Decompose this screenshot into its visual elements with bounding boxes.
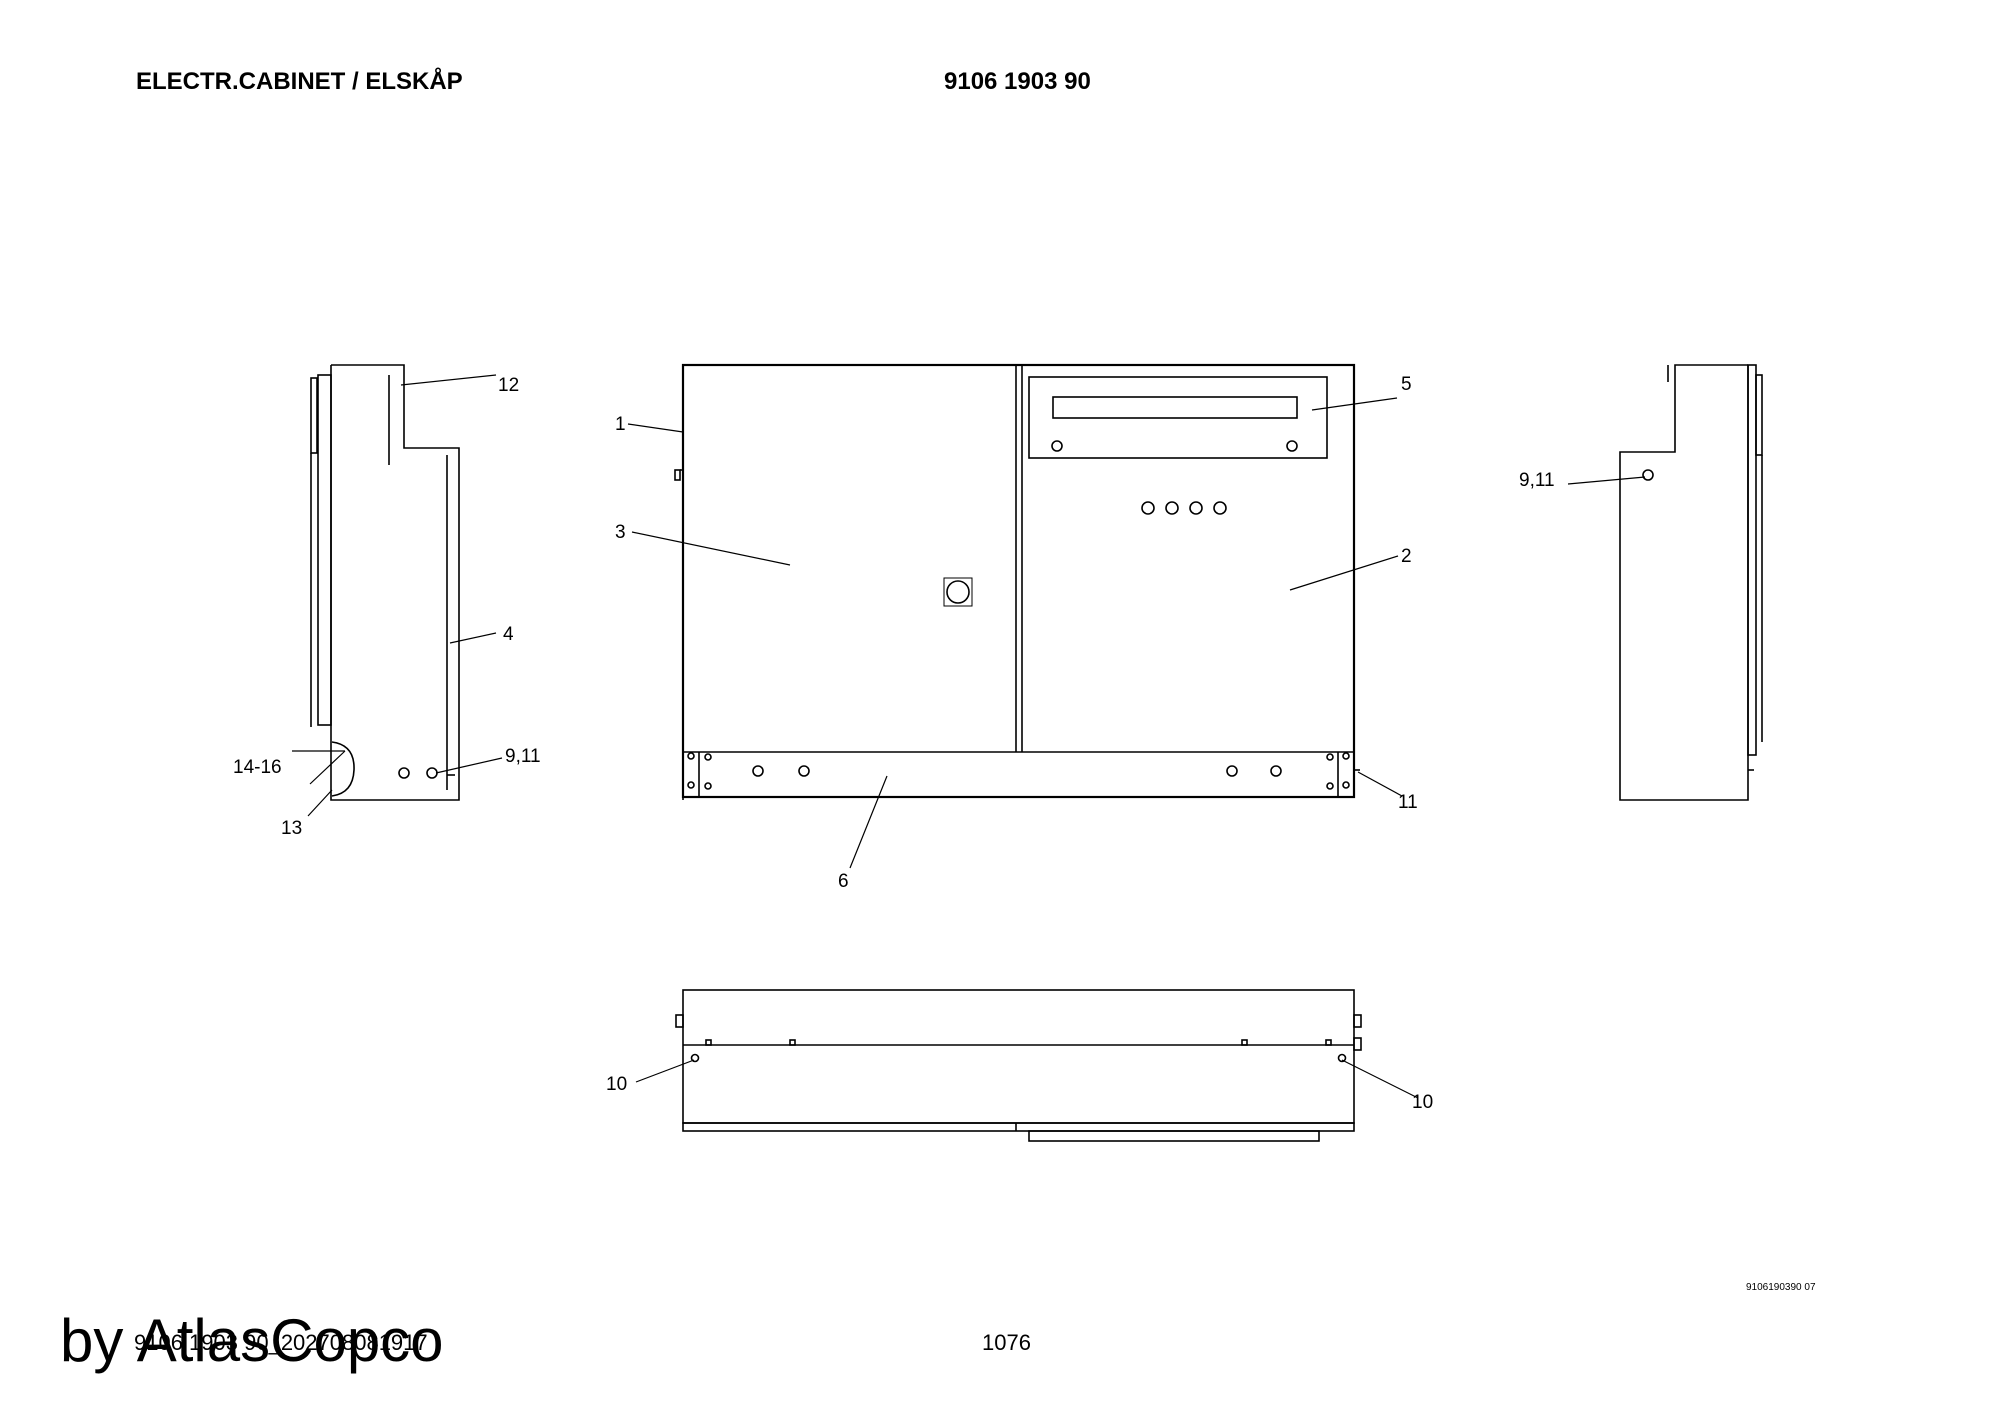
watermark: by AtlasCopco bbox=[60, 1307, 444, 1374]
callout-10-right: 10 bbox=[1412, 1092, 1433, 1113]
callout-3: 3 bbox=[615, 522, 626, 543]
left-side-view bbox=[310, 364, 460, 801]
callout-1: 1 bbox=[615, 414, 626, 435]
callout-5: 5 bbox=[1401, 374, 1412, 395]
callout-14-16: 14-16 bbox=[233, 757, 282, 778]
right-side-view bbox=[1619, 364, 1763, 801]
callout-9-11-right: 9,11 bbox=[1519, 470, 1555, 491]
page-number: 1076 bbox=[982, 1330, 1031, 1355]
callout-11: 11 bbox=[1398, 792, 1418, 813]
front-view bbox=[674, 363, 1360, 800]
page-title: ELECTR.CABINET / ELSKÅP bbox=[136, 68, 463, 95]
callout-9-11-left: 9,11 bbox=[505, 746, 541, 767]
bottom-view bbox=[675, 989, 1362, 1142]
callout-2: 2 bbox=[1401, 546, 1412, 567]
drawing-reference: 9106190390 07 bbox=[1746, 1282, 1816, 1293]
callout-12: 12 bbox=[498, 375, 519, 396]
footer-doc-id: 9106 1903 90_202708081917 bbox=[134, 1330, 428, 1355]
leader-lines bbox=[292, 374, 1646, 1099]
callout-10-left: 10 bbox=[606, 1074, 627, 1095]
callout-13: 13 bbox=[281, 818, 302, 839]
callout-4: 4 bbox=[503, 624, 514, 645]
callout-6: 6 bbox=[838, 871, 849, 892]
part-number: 9106 1903 90 bbox=[944, 68, 1091, 95]
